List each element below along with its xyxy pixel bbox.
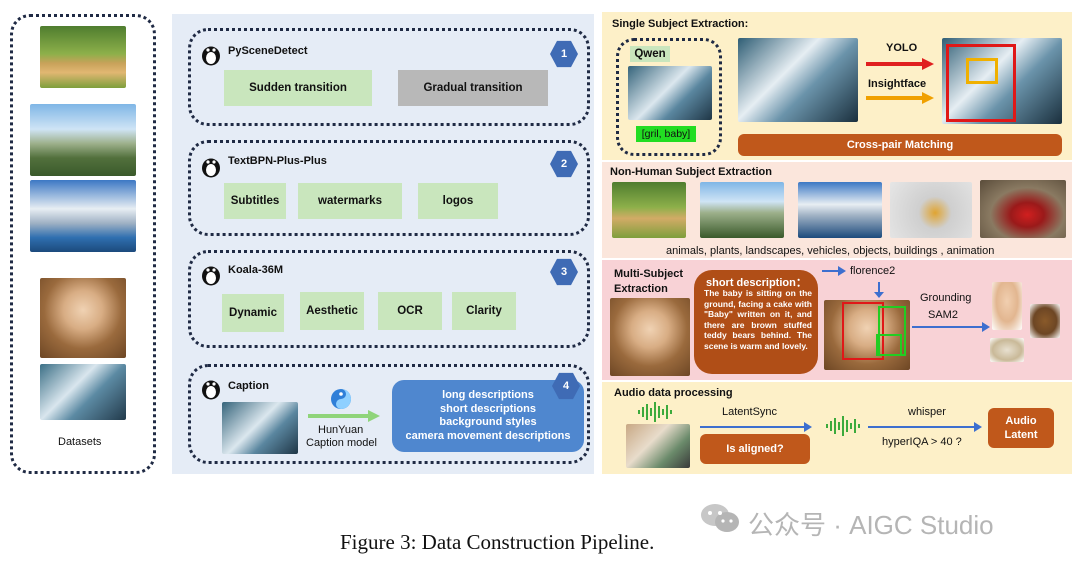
waveform-icon: [826, 416, 860, 436]
stage-1-number: 1: [550, 40, 578, 68]
datasets-panel: [10, 14, 156, 474]
audio-latent-line2: Latent: [1004, 429, 1038, 441]
caption-model-line1: HunYuan: [318, 424, 364, 436]
caption-model-line2: Caption model: [306, 437, 377, 449]
is-aligned-button: Is aligned?: [700, 434, 810, 464]
arrow-icon: [308, 410, 380, 422]
arrow-icon: [866, 58, 934, 70]
house-image: [30, 180, 136, 252]
nonhuman-child-image: [890, 182, 972, 238]
single-subject-title: Single Subject Extraction:: [612, 18, 749, 30]
segmented-bear-image: [1030, 304, 1060, 338]
wechat-icon: [701, 504, 739, 532]
gradual-transition-box: Gradual transition: [398, 70, 548, 106]
nonhuman-puppies-image: [612, 182, 686, 238]
whisper-label: whisper: [908, 406, 946, 418]
multi-bbox-cake: [876, 334, 902, 356]
multi-input-image: [610, 298, 690, 376]
output-camera: camera movement descriptions: [405, 429, 571, 442]
landscape-image: [30, 104, 136, 176]
stage-1-box: [188, 28, 590, 126]
arrow-icon: [700, 422, 812, 432]
non-human-categories: animals, plants, landscapes, vehicles, o…: [666, 245, 995, 257]
penguin-icon: [202, 380, 220, 400]
dynamic-box: Dynamic: [222, 294, 284, 332]
detection-result-image: [942, 38, 1062, 124]
audio-title: Audio data processing: [614, 387, 733, 399]
short-description-text: The baby is sitting on the ground, facin…: [704, 288, 812, 351]
single-subject-image: [738, 38, 858, 122]
caption-outputs-box: long descriptions short descriptions bac…: [392, 380, 584, 452]
short-description-title: short description：: [706, 277, 807, 289]
multi-bbox-baby: [842, 302, 884, 360]
arrow-icon: [912, 322, 990, 332]
penguin-icon: [202, 158, 220, 178]
non-human-title: Non-Human Subject Extraction: [610, 166, 772, 178]
watermark-text: 公众号 · AIGC Studio: [748, 510, 994, 540]
yolo-label: YOLO: [886, 42, 918, 54]
stage-2-tool: TextBPN-Plus-Plus: [228, 155, 327, 167]
hyperiqa-label: hyperIQA > 40 ?: [882, 436, 962, 448]
stage-3-box: [188, 250, 590, 348]
arrow-icon: [866, 92, 934, 104]
qwen-box: [616, 38, 722, 156]
multi-subject-title-2: Extraction: [614, 283, 668, 295]
datasets-label: Datasets: [58, 436, 102, 448]
florence-label: florence2: [850, 265, 896, 277]
sudden-transition-box: Sudden transition: [224, 70, 372, 106]
cross-pair-matching-button: Cross-pair Matching: [738, 134, 1062, 156]
arrow-icon: [868, 422, 982, 432]
stage-3-number: 3: [550, 258, 578, 286]
subtitles-box: Subtitles: [224, 183, 286, 219]
output-short: short descriptions: [440, 402, 536, 415]
latentsync-label: LatentSync: [722, 406, 778, 418]
qwen-label: Qwen: [630, 46, 670, 62]
stage-4-box: [188, 364, 590, 464]
penguin-icon: [202, 46, 220, 66]
insightface-label: Insightface: [868, 78, 927, 90]
stage-4-number: 4: [552, 372, 580, 400]
clarity-box: Clarity: [452, 292, 516, 330]
stage-2-box: [188, 140, 590, 236]
stage-2-number: 2: [550, 150, 578, 178]
output-long: long descriptions: [442, 389, 534, 401]
girl-baby-image: [40, 364, 126, 420]
qwen-input-image: [628, 66, 712, 120]
aesthetic-box: Aesthetic: [300, 292, 364, 330]
caption-input-image: [222, 402, 298, 454]
hunyuan-logo-icon: [331, 389, 351, 409]
audio-video-image: [626, 424, 690, 468]
audio-latent-line1: Audio: [1005, 415, 1037, 427]
stage-1-tool: PySceneDetect: [228, 45, 308, 57]
ocr-box: OCR: [378, 292, 442, 330]
sam2-label: SAM2: [928, 309, 958, 321]
puppies-image: [40, 26, 126, 88]
stage-3-tool: Koala-36M: [228, 264, 284, 276]
arrow-icon: [874, 282, 884, 298]
nonhuman-car-image: [980, 180, 1066, 238]
segmented-cake-image: [990, 338, 1024, 362]
face-bbox: [966, 58, 998, 84]
waveform-icon: [638, 402, 672, 422]
figure-caption: Figure 3: Data Construction Pipeline.: [340, 530, 655, 554]
grounding-label: Grounding: [920, 292, 972, 304]
output-background: background styles: [439, 416, 537, 428]
qwen-tags: [gril, baby]: [636, 126, 696, 142]
logos-box: logos: [418, 183, 498, 219]
arrow-icon: [822, 266, 846, 276]
stage-4-tool: Caption: [228, 380, 269, 392]
audio-latent-box: Audio Latent: [988, 408, 1054, 448]
nonhuman-house-image: [798, 182, 882, 238]
watermarks-box: watermarks: [298, 183, 402, 219]
multi-subject-title-1: Multi-Subject: [614, 268, 684, 280]
yolo-bbox: [946, 44, 1016, 122]
penguin-icon: [202, 266, 220, 286]
nonhuman-landscape-image: [700, 182, 784, 238]
short-description-box: [694, 270, 818, 374]
segmented-baby-image: [992, 282, 1022, 330]
baby-bears-image: [40, 278, 126, 358]
